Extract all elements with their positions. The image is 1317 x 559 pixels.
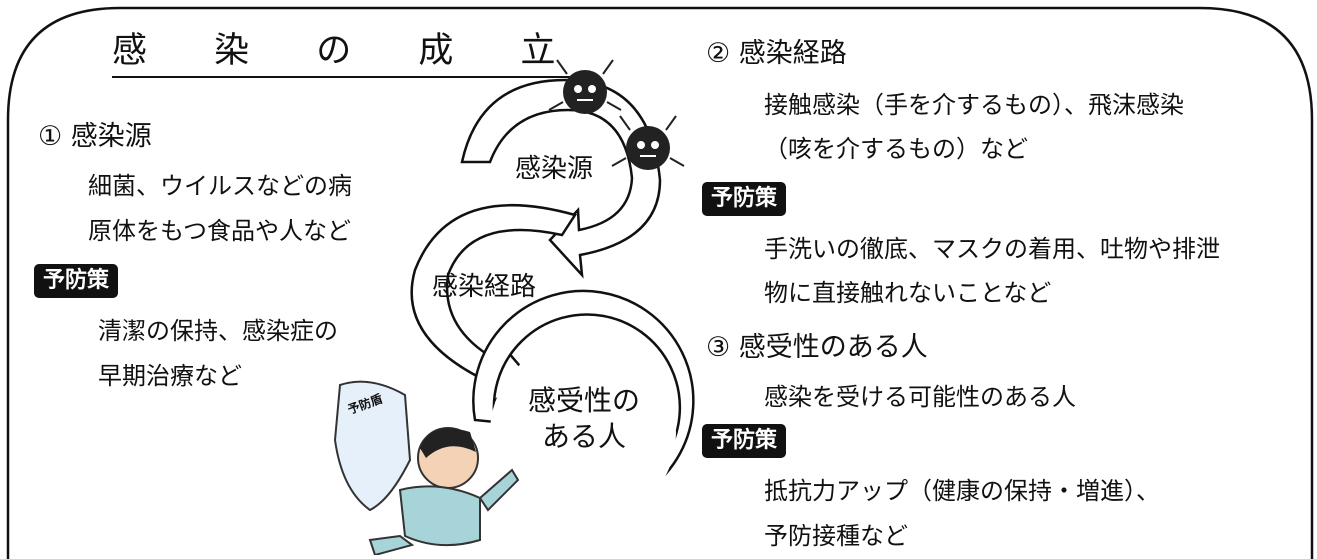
route-line2: （咳を介するもの）など: [764, 135, 1028, 163]
source-arrow: [460, 78, 662, 279]
diagram-route-label: 感染経路: [432, 272, 537, 302]
shield-icon: [333, 380, 412, 512]
host-heading: ③ 感受性のある人: [706, 332, 928, 363]
host-line1: 感染を受ける可能性のある人: [764, 383, 1076, 411]
diagram-host-line2: ある人: [541, 420, 626, 453]
route-line1: 接触感染（手を介するもの）、飛沫感染: [764, 91, 1184, 119]
virus-icon: [611, 115, 685, 170]
route-prevent-line2: 物に直接触れないことなど: [764, 279, 1052, 307]
source-heading: ① 感染源: [38, 121, 152, 152]
prevention-badge-route: 予防策: [702, 182, 787, 216]
diagram-host-label: 感受性の ある人: [514, 383, 654, 455]
diagram-source-label: 感染源: [515, 154, 594, 184]
prevention-badge-host: 予防策: [702, 424, 787, 458]
diagram-host-line1: 感受性の: [527, 384, 640, 417]
source-desc-line2: 原体をもつ食品や人など: [88, 217, 352, 245]
route-heading: ② 感染経路: [706, 38, 847, 69]
source-prevent-line2: 早期治療など: [98, 362, 242, 390]
page-title: 感 染 の 成 立: [112, 30, 584, 78]
host-prevent-line2: 予防接種など: [764, 522, 908, 550]
host-prevent-line1: 抵抗力アップ（健康の保持・増進）、: [764, 477, 1160, 505]
prevention-badge-source: 予防策: [34, 264, 119, 298]
virus-icon: [548, 59, 622, 114]
infection-cycle-diagram: [333, 59, 695, 555]
person-icon: [368, 427, 520, 555]
source-desc-line1: 細菌、ウイルスなどの病: [88, 172, 352, 200]
route-prevent-line1: 手洗いの徹底、マスクの着用、吐物や排泄: [764, 235, 1220, 263]
source-prevent-line1: 清潔の保持、感染症の: [98, 317, 338, 345]
